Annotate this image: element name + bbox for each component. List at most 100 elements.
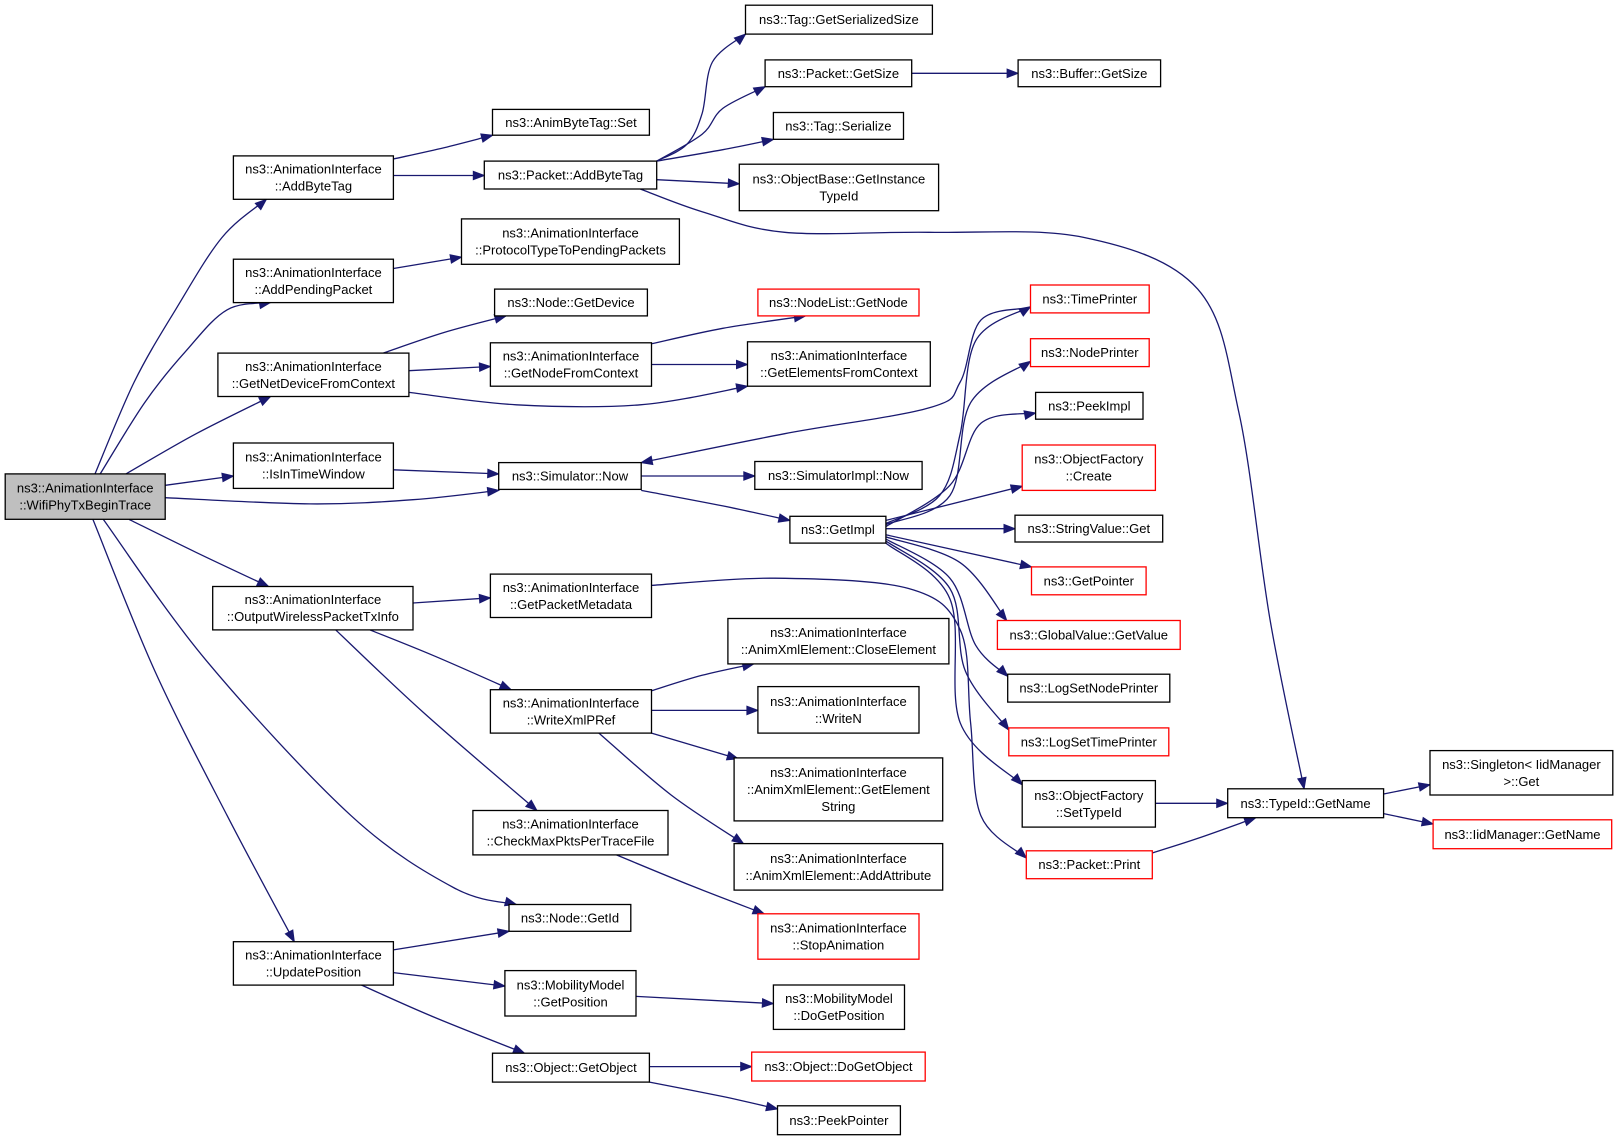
node-peekimpl[interactable]: ns3::PeekImpl	[1034, 391, 1144, 420]
node-tagserialize[interactable]: ns3::Tag::Serialize	[772, 111, 905, 140]
node-box[interactable]	[491, 108, 651, 136]
node-box[interactable]	[1429, 749, 1614, 796]
node-objectfactorysettypeid[interactable]: ns3::ObjectFactory::SetTypeId	[1021, 779, 1157, 828]
node-mobilitygetposition[interactable]: ns3::MobilityModel::GetPosition	[504, 969, 637, 1017]
node-box[interactable]	[746, 341, 931, 387]
node-box[interactable]	[508, 903, 632, 932]
node-box[interactable]	[1227, 788, 1385, 819]
node-nodelistgetnode[interactable]: ns3::NodeList::GetNode	[757, 288, 920, 317]
node-box[interactable]	[772, 111, 905, 140]
node-getpacketmetadata[interactable]: ns3::AnimationInterface::GetPacketMetada…	[489, 573, 653, 619]
node-addattribute[interactable]: ns3::AnimationInterface::AnimXmlElement:…	[733, 842, 944, 891]
node-box[interactable]	[1017, 59, 1162, 88]
node-updateposition[interactable]: ns3::AnimationInterface::UpdatePosition	[232, 941, 395, 986]
node-simulatornow[interactable]: ns3::Simulator::Now	[498, 461, 642, 491]
node-simulatorimplnow[interactable]: ns3::SimulatorImpl::Now	[754, 460, 923, 491]
node-addpendingpacket[interactable]: ns3::AnimationInterface::AddPendingPacke…	[232, 258, 395, 304]
node-box[interactable]	[1432, 819, 1613, 850]
node-logsetnodeprinter[interactable]: ns3::LogSetNodePrinter	[1007, 673, 1171, 703]
node-box[interactable]	[1008, 727, 1170, 757]
node-typeidgetname[interactable]: ns3::TypeId::GetName	[1227, 788, 1385, 819]
node-box[interactable]	[744, 4, 934, 35]
node-getelementstring[interactable]: ns3::AnimationInterface::AnimXmlElement:…	[733, 757, 944, 822]
node-box[interactable]	[757, 288, 920, 317]
node-box[interactable]	[1021, 444, 1157, 492]
node-box[interactable]	[727, 617, 950, 665]
node-box[interactable]	[489, 342, 653, 387]
node-box[interactable]	[1014, 514, 1164, 543]
node-box[interactable]	[1025, 850, 1153, 880]
node-taggetserializedsize[interactable]: ns3::Tag::GetSerializedSize	[744, 4, 934, 35]
node-packetgetsize[interactable]: ns3::Packet::GetSize	[764, 59, 913, 88]
node-box[interactable]	[483, 160, 658, 190]
node-box[interactable]	[1029, 284, 1150, 314]
node-box[interactable]	[232, 941, 395, 986]
node-box[interactable]	[1034, 391, 1144, 420]
node-root[interactable]: ns3::AnimationInterface::WifiPhyTxBeginT…	[4, 473, 166, 520]
node-box[interactable]	[491, 1052, 651, 1083]
node-box[interactable]	[751, 1051, 926, 1082]
node-writen[interactable]: ns3::AnimationInterface::WriteN	[757, 685, 920, 734]
node-box[interactable]	[757, 913, 920, 960]
node-timeprinter[interactable]: ns3::TimePrinter	[1029, 284, 1150, 314]
node-box[interactable]	[1030, 566, 1147, 596]
node-writexmlpref[interactable]: ns3::AnimationInterface::WriteXmlPRef	[489, 689, 653, 734]
node-box[interactable]	[757, 685, 920, 734]
node-box[interactable]	[232, 442, 395, 490]
node-box[interactable]	[232, 155, 395, 200]
node-box[interactable]	[1021, 779, 1157, 828]
node-box[interactable]	[996, 619, 1181, 651]
node-box[interactable]	[498, 461, 642, 491]
node-stringvalueget[interactable]: ns3::StringValue::Get	[1014, 514, 1164, 543]
node-iidmanagergetname[interactable]: ns3::IidManager::GetName	[1432, 819, 1613, 850]
node-box[interactable]	[493, 288, 649, 317]
node-getnodefromcontext[interactable]: ns3::AnimationInterface::GetNodeFromCont…	[489, 342, 653, 387]
node-box[interactable]	[4, 473, 166, 520]
node-closeelement[interactable]: ns3::AnimationInterface::AnimXmlElement:…	[727, 617, 950, 665]
node-box[interactable]	[776, 1105, 902, 1136]
node-stopanimation[interactable]: ns3::AnimationInterface::StopAnimation	[757, 913, 920, 960]
node-getnetdevicefromcontext[interactable]: ns3::AnimationInterface::GetNetDeviceFro…	[217, 352, 410, 398]
node-getimpl[interactable]: ns3::GetImpl	[789, 515, 887, 544]
node-outputwireless[interactable]: ns3::AnimationInterface::OutputWirelessP…	[212, 585, 414, 631]
node-protocoltype[interactable]: ns3::AnimationInterface::ProtocolTypeToP…	[460, 218, 681, 265]
node-nodegetdevice[interactable]: ns3::Node::GetDevice	[493, 288, 649, 317]
node-box[interactable]	[1007, 673, 1171, 703]
node-box[interactable]	[733, 842, 944, 891]
node-addbytetag_ai[interactable]: ns3::AnimationInterface::AddByteTag	[232, 155, 395, 200]
node-peekpointer[interactable]: ns3::PeekPointer	[776, 1105, 902, 1136]
node-box[interactable]	[764, 59, 913, 88]
node-nodegetid[interactable]: ns3::Node::GetId	[508, 903, 632, 932]
node-dogetposition[interactable]: ns3::MobilityModel::DoGetPosition	[772, 984, 906, 1031]
node-box[interactable]	[1029, 338, 1150, 368]
node-buffergetsize[interactable]: ns3::Buffer::GetSize	[1017, 59, 1162, 88]
node-packetprint[interactable]: ns3::Packet::Print	[1025, 850, 1153, 880]
node-box[interactable]	[460, 218, 681, 265]
node-box[interactable]	[738, 163, 940, 212]
node-box[interactable]	[772, 984, 906, 1031]
node-objectfactorycreate[interactable]: ns3::ObjectFactory::Create	[1021, 444, 1157, 492]
node-box[interactable]	[489, 689, 653, 734]
node-box[interactable]	[754, 460, 923, 491]
node-box[interactable]	[232, 258, 395, 304]
node-box[interactable]	[212, 585, 414, 631]
node-checkmaxpkts[interactable]: ns3::AnimationInterface::CheckMaxPktsPer…	[472, 809, 669, 856]
node-isintimewindow[interactable]: ns3::AnimationInterface::IsInTimeWindow	[232, 442, 395, 490]
node-getelementsfromcontext[interactable]: ns3::AnimationInterface::GetElementsFrom…	[746, 341, 931, 387]
node-packetaddbytetag[interactable]: ns3::Packet::AddByteTag	[483, 160, 658, 190]
node-objectgetobject[interactable]: ns3::Object::GetObject	[491, 1052, 651, 1083]
node-box[interactable]	[472, 809, 669, 856]
node-singletonget[interactable]: ns3::Singleton< IidManager >::Get	[1429, 749, 1614, 796]
node-nodeprinter[interactable]: ns3::NodePrinter	[1029, 338, 1150, 368]
node-dogetobject[interactable]: ns3::Object::DoGetObject	[751, 1051, 926, 1082]
node-box[interactable]	[504, 969, 637, 1017]
node-getpointer[interactable]: ns3::GetPointer	[1030, 566, 1147, 596]
node-box[interactable]	[789, 515, 887, 544]
node-box[interactable]	[733, 757, 944, 822]
node-box[interactable]	[217, 352, 410, 398]
node-animbytetagset[interactable]: ns3::AnimByteTag::Set	[491, 108, 651, 136]
node-logsettimeprinter[interactable]: ns3::LogSetTimePrinter	[1008, 727, 1170, 757]
node-globalvaluegetvalue[interactable]: ns3::GlobalValue::GetValue	[996, 619, 1181, 651]
node-box[interactable]	[489, 573, 653, 619]
